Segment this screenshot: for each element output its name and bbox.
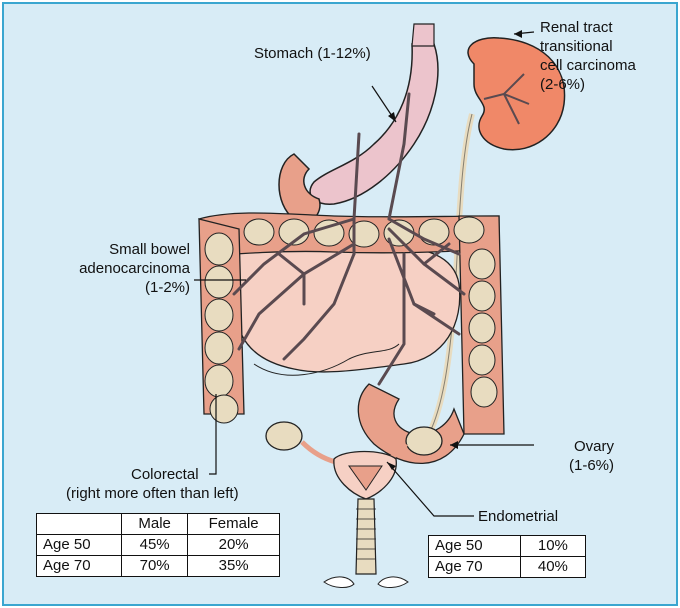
table-cell: Age 70: [429, 557, 521, 578]
small-bowel-label-line-1: Small bowel: [54, 240, 190, 259]
ovary-label-line-1: Ovary: [524, 437, 614, 456]
table-cell: 45%: [122, 535, 188, 556]
small-bowel-label: Small bowel adenocarcinoma (1-2%): [54, 240, 190, 297]
table-row: Age 70 70% 35%: [37, 556, 280, 577]
renal-label-line-3: cell carcinoma: [540, 56, 636, 75]
table-header-cell: Male: [122, 514, 188, 535]
renal-label-line-4: (2-6%): [540, 75, 636, 94]
table-cell: 10%: [520, 536, 585, 557]
small-bowel-label-line-2: adenocarcinoma: [54, 259, 190, 278]
renal-label-line-1: Renal tract: [540, 18, 636, 37]
endometrial-label: Endometrial: [478, 507, 558, 526]
small-bowel-label-line-3: (1-2%): [54, 278, 190, 297]
colorectal-label-note: (right more often than left): [66, 484, 239, 503]
table-row: Age 70 40%: [429, 557, 586, 578]
stomach: [310, 44, 438, 204]
colorectal-label-title: Colorectal: [131, 465, 199, 484]
table-row: Age 50 45% 20%: [37, 535, 280, 556]
renal-label: Renal tract transitional cell carcinoma …: [540, 18, 636, 94]
table-row: Age 50 10%: [429, 536, 586, 557]
table-cell: Age 70: [37, 556, 122, 577]
table-header-cell: [37, 514, 122, 535]
table-cell: Age 50: [37, 535, 122, 556]
table-cell: 35%: [188, 556, 280, 577]
colorectal-table: Male Female Age 50 45% 20% Age 70 70% 35…: [36, 513, 280, 577]
table-cell: Age 50: [429, 536, 521, 557]
table-cell: 20%: [188, 535, 280, 556]
table-header-row: Male Female: [37, 514, 280, 535]
endometrial-table: Age 50 10% Age 70 40%: [428, 535, 586, 578]
ovary-label-line-2: (1-6%): [524, 456, 614, 475]
stomach-label: Stomach (1-12%): [254, 44, 371, 63]
renal-label-line-2: transitional: [540, 37, 636, 56]
table-cell: 40%: [520, 557, 585, 578]
table-header-cell: Female: [188, 514, 280, 535]
table-cell: 70%: [122, 556, 188, 577]
ovary-label: Ovary (1-6%): [524, 437, 614, 475]
